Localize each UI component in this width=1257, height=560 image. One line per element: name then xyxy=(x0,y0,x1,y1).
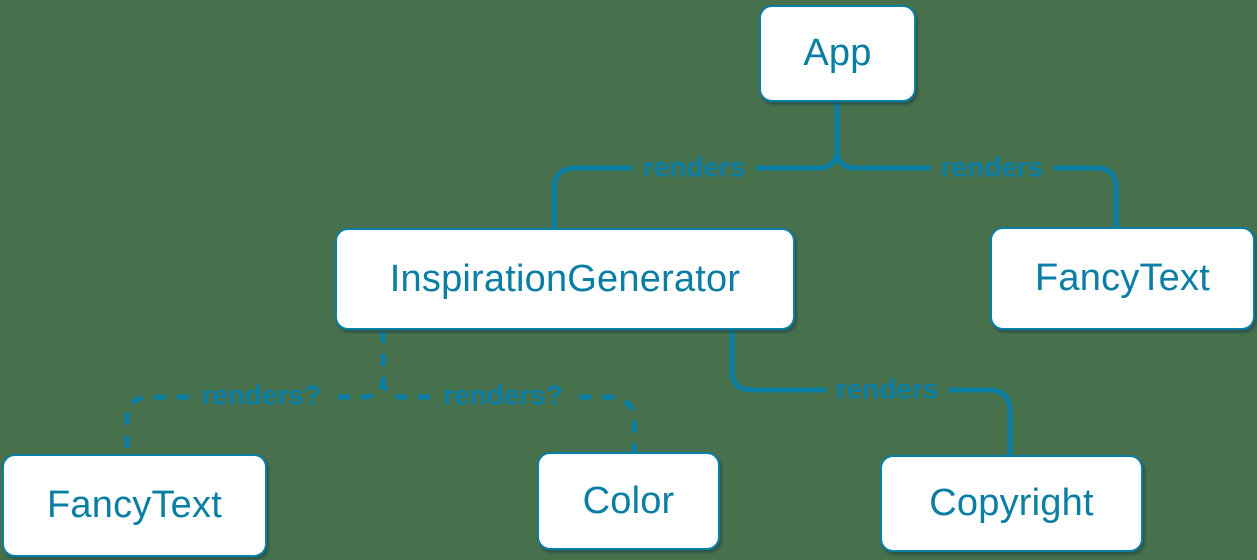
edge-label-renders-question-fancytext: renders? xyxy=(191,380,331,412)
node-fancy-text-bottom-left-label: FancyText xyxy=(47,484,222,526)
node-fancy-text-bottom-left: FancyText xyxy=(2,454,267,557)
node-copyright: Copyright xyxy=(880,455,1143,552)
edge-label-renders-fancytext: renders xyxy=(930,152,1054,184)
node-fancy-text-top-right-label: FancyText xyxy=(1035,257,1210,299)
node-fancy-text-top-right: FancyText xyxy=(990,227,1255,330)
node-inspiration-generator: InspirationGenerator xyxy=(335,228,795,330)
node-app-label: App xyxy=(803,32,872,74)
node-inspiration-generator-label: InspirationGenerator xyxy=(389,257,741,300)
node-copyright-label: Copyright xyxy=(929,482,1094,524)
node-color-label: Color xyxy=(582,479,675,522)
node-color: Color xyxy=(537,452,720,550)
edge-label-renders-inspirationgenerator: renders xyxy=(632,152,756,184)
edge-inspirationgenerator-to-color-dashed xyxy=(380,378,637,453)
edge-label-renders-copyright: renders xyxy=(825,374,949,406)
edge-label-renders-question-color: renders? xyxy=(433,380,573,412)
node-app: App xyxy=(759,5,916,102)
